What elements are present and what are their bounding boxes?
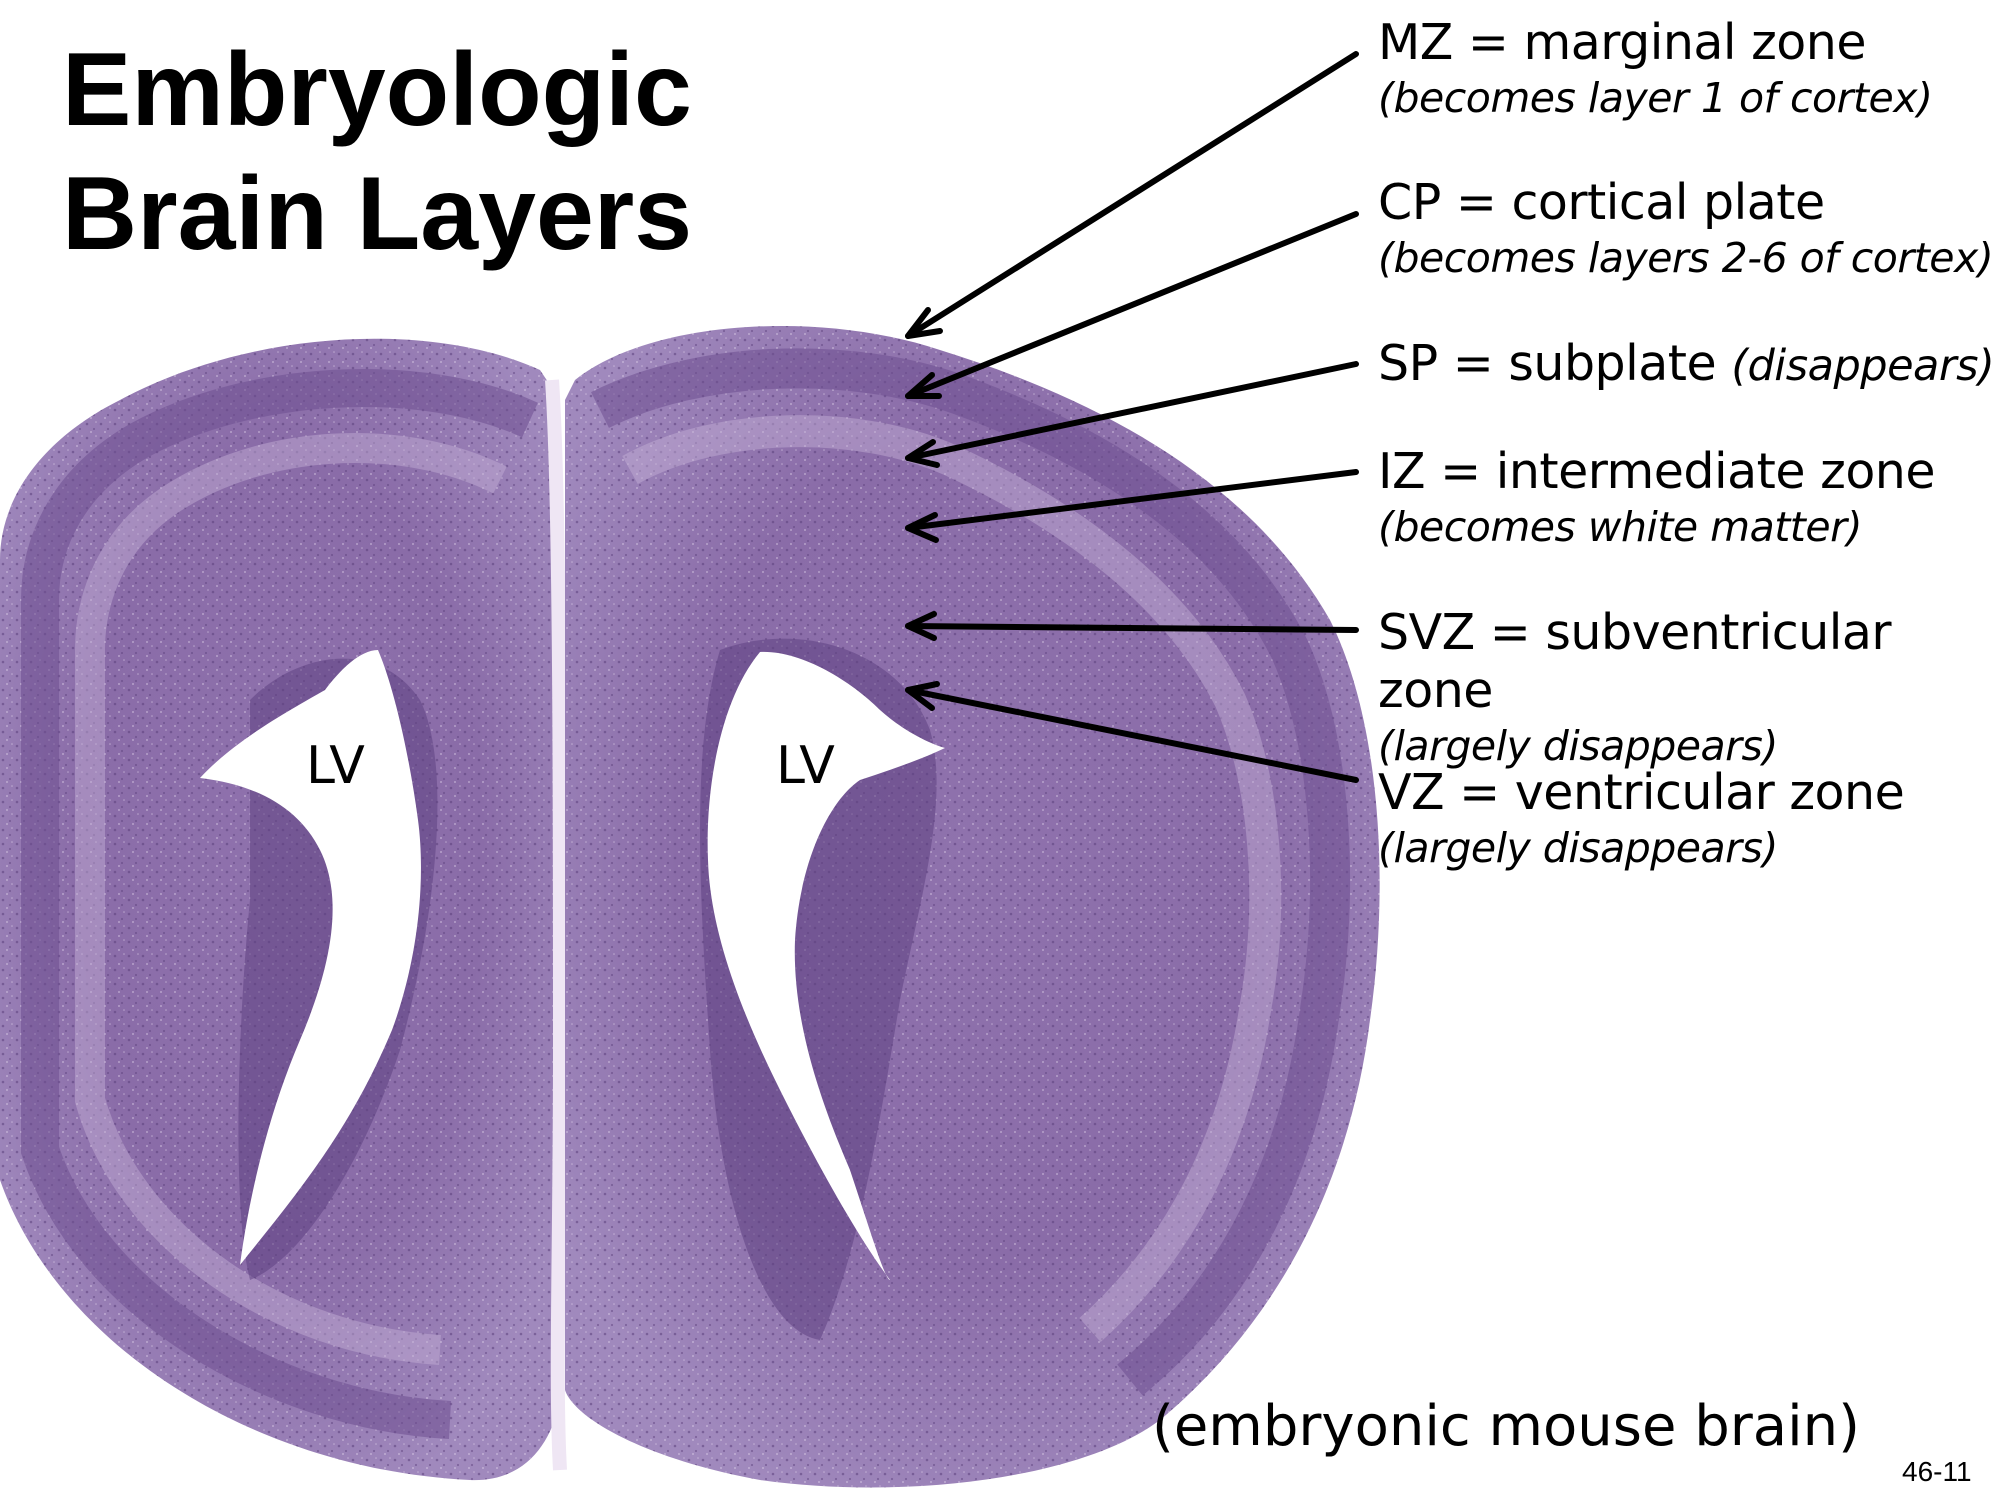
right-inner-light-band	[622, 415, 1282, 1342]
page-title: Embryologic Brain Layers	[62, 28, 692, 276]
layer-label-main: SVZ = subventricular zone	[1378, 604, 1892, 719]
layer-label-svz: SVZ = subventricular zone (largely disap…	[1378, 604, 2000, 772]
right-cortical-plate-band	[591, 348, 1350, 1396]
layer-label-note: (becomes layer 1 of cortex)	[1378, 74, 1933, 122]
left-cortical-plate-band	[20, 368, 538, 1439]
left-hemisphere	[0, 338, 560, 1481]
layer-label-main: SP = subplate	[1378, 335, 1717, 392]
right-hemisphere	[565, 326, 1380, 1488]
layer-label-note: (becomes layers 2-6 of cortex)	[1378, 234, 1994, 282]
layer-label-note: (disappears)	[1731, 341, 1995, 391]
arrow-sp	[905, 361, 1359, 468]
arrow-mz	[905, 51, 1359, 339]
layer-label-mz: MZ = marginal zone (becomes layer 1 of c…	[1378, 14, 1933, 124]
layer-label-note: (becomes white matter)	[1378, 503, 1862, 551]
layer-label-main: MZ = marginal zone	[1378, 14, 1866, 71]
arrow-iz	[905, 469, 1359, 543]
arrow-cp	[905, 211, 1359, 399]
arrow-svz	[905, 611, 1359, 641]
midline-fissure	[545, 379, 568, 1471]
layer-label-main: IZ = intermediate zone	[1378, 443, 1936, 500]
layer-label-note: (largely disappears)	[1378, 722, 1778, 770]
layer-label-iz: IZ = intermediate zone (becomes white ma…	[1378, 443, 1936, 553]
left-lateral-ventricle	[200, 650, 421, 1265]
left-ventricle-label: LV	[306, 736, 365, 796]
layer-label-main: CP = cortical plate	[1378, 174, 1825, 231]
annotation-arrows	[905, 51, 1359, 783]
image-caption: (embryonic mouse brain)	[1152, 1394, 1860, 1459]
layer-label-main: VZ = ventricular zone	[1378, 764, 1905, 821]
right-lateral-ventricle	[707, 651, 945, 1280]
title-line-1: Embryologic	[62, 32, 692, 148]
arrow-vz	[905, 681, 1359, 783]
right-ventricle-label: LV	[776, 736, 835, 796]
left-inner-light-band	[75, 433, 507, 1365]
layer-label-vz: VZ = ventricular zone (largely disappear…	[1378, 764, 1905, 874]
title-line-2: Brain Layers	[62, 156, 693, 272]
page-number: 46-11	[1902, 1456, 1972, 1487]
layer-label-sp: SP = subplate (disappears)	[1378, 335, 1995, 395]
layer-label-cp: CP = cortical plate (becomes layers 2-6 …	[1378, 174, 1994, 284]
layer-label-note: (largely disappears)	[1378, 824, 1778, 872]
